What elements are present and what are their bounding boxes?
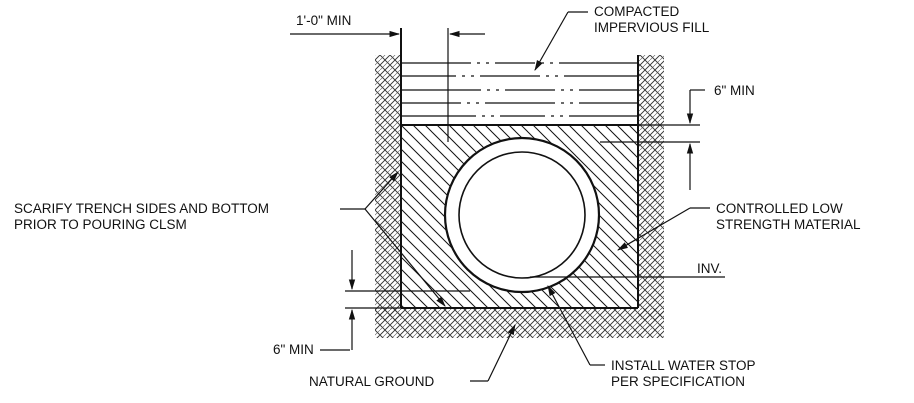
trench-outline <box>400 28 639 309</box>
scarify-label-line2: PRIOR TO POURING CLSM <box>14 217 187 232</box>
waterstop-label-line1: INSTALL WATER STOP <box>611 358 756 373</box>
bedding-dimension <box>345 250 470 350</box>
bedding-min-label: 6" MIN <box>273 342 314 357</box>
invert-label: INV. <box>697 261 722 276</box>
natural-ground-soil <box>375 55 664 338</box>
clsm-label-line2: STRENGTH MATERIAL <box>716 217 861 232</box>
fill-label-line1: COMPACTED <box>594 4 680 19</box>
cover-dimension <box>600 89 705 190</box>
fill-label-line2: IMPERVIOUS FILL <box>594 20 710 35</box>
top-clearance-label: 1'-0" MIN <box>296 13 351 28</box>
top-clearance-dimension <box>290 28 485 142</box>
natural-ground-label: NATURAL GROUND <box>309 374 435 389</box>
leaders <box>340 11 710 382</box>
compacted-fill <box>401 55 638 125</box>
waterstop-label-line2: PER SPECIFICATION <box>611 374 745 389</box>
clsm-label-line1: CONTROLLED LOW <box>716 201 843 216</box>
pipe <box>443 136 601 294</box>
scarify-label-line1: SCARIFY TRENCH SIDES AND BOTTOM <box>14 201 269 216</box>
cover-min-label: 6" MIN <box>714 83 755 98</box>
